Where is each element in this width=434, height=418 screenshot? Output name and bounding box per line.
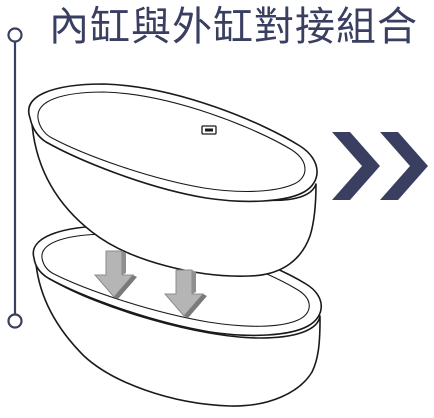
timeline-bottom-circle xyxy=(7,313,23,329)
inner-bathtub-illustration xyxy=(27,83,318,277)
down-arrow-right xyxy=(163,269,207,318)
double-chevron-right-icon xyxy=(332,132,428,200)
timeline-top-circle xyxy=(7,27,23,43)
down-arrow-icon xyxy=(93,250,207,318)
page-title: 內缸與外缸對接組合 xyxy=(49,4,418,50)
down-arrow-left xyxy=(93,250,137,299)
timeline-marker-icon xyxy=(7,27,23,329)
